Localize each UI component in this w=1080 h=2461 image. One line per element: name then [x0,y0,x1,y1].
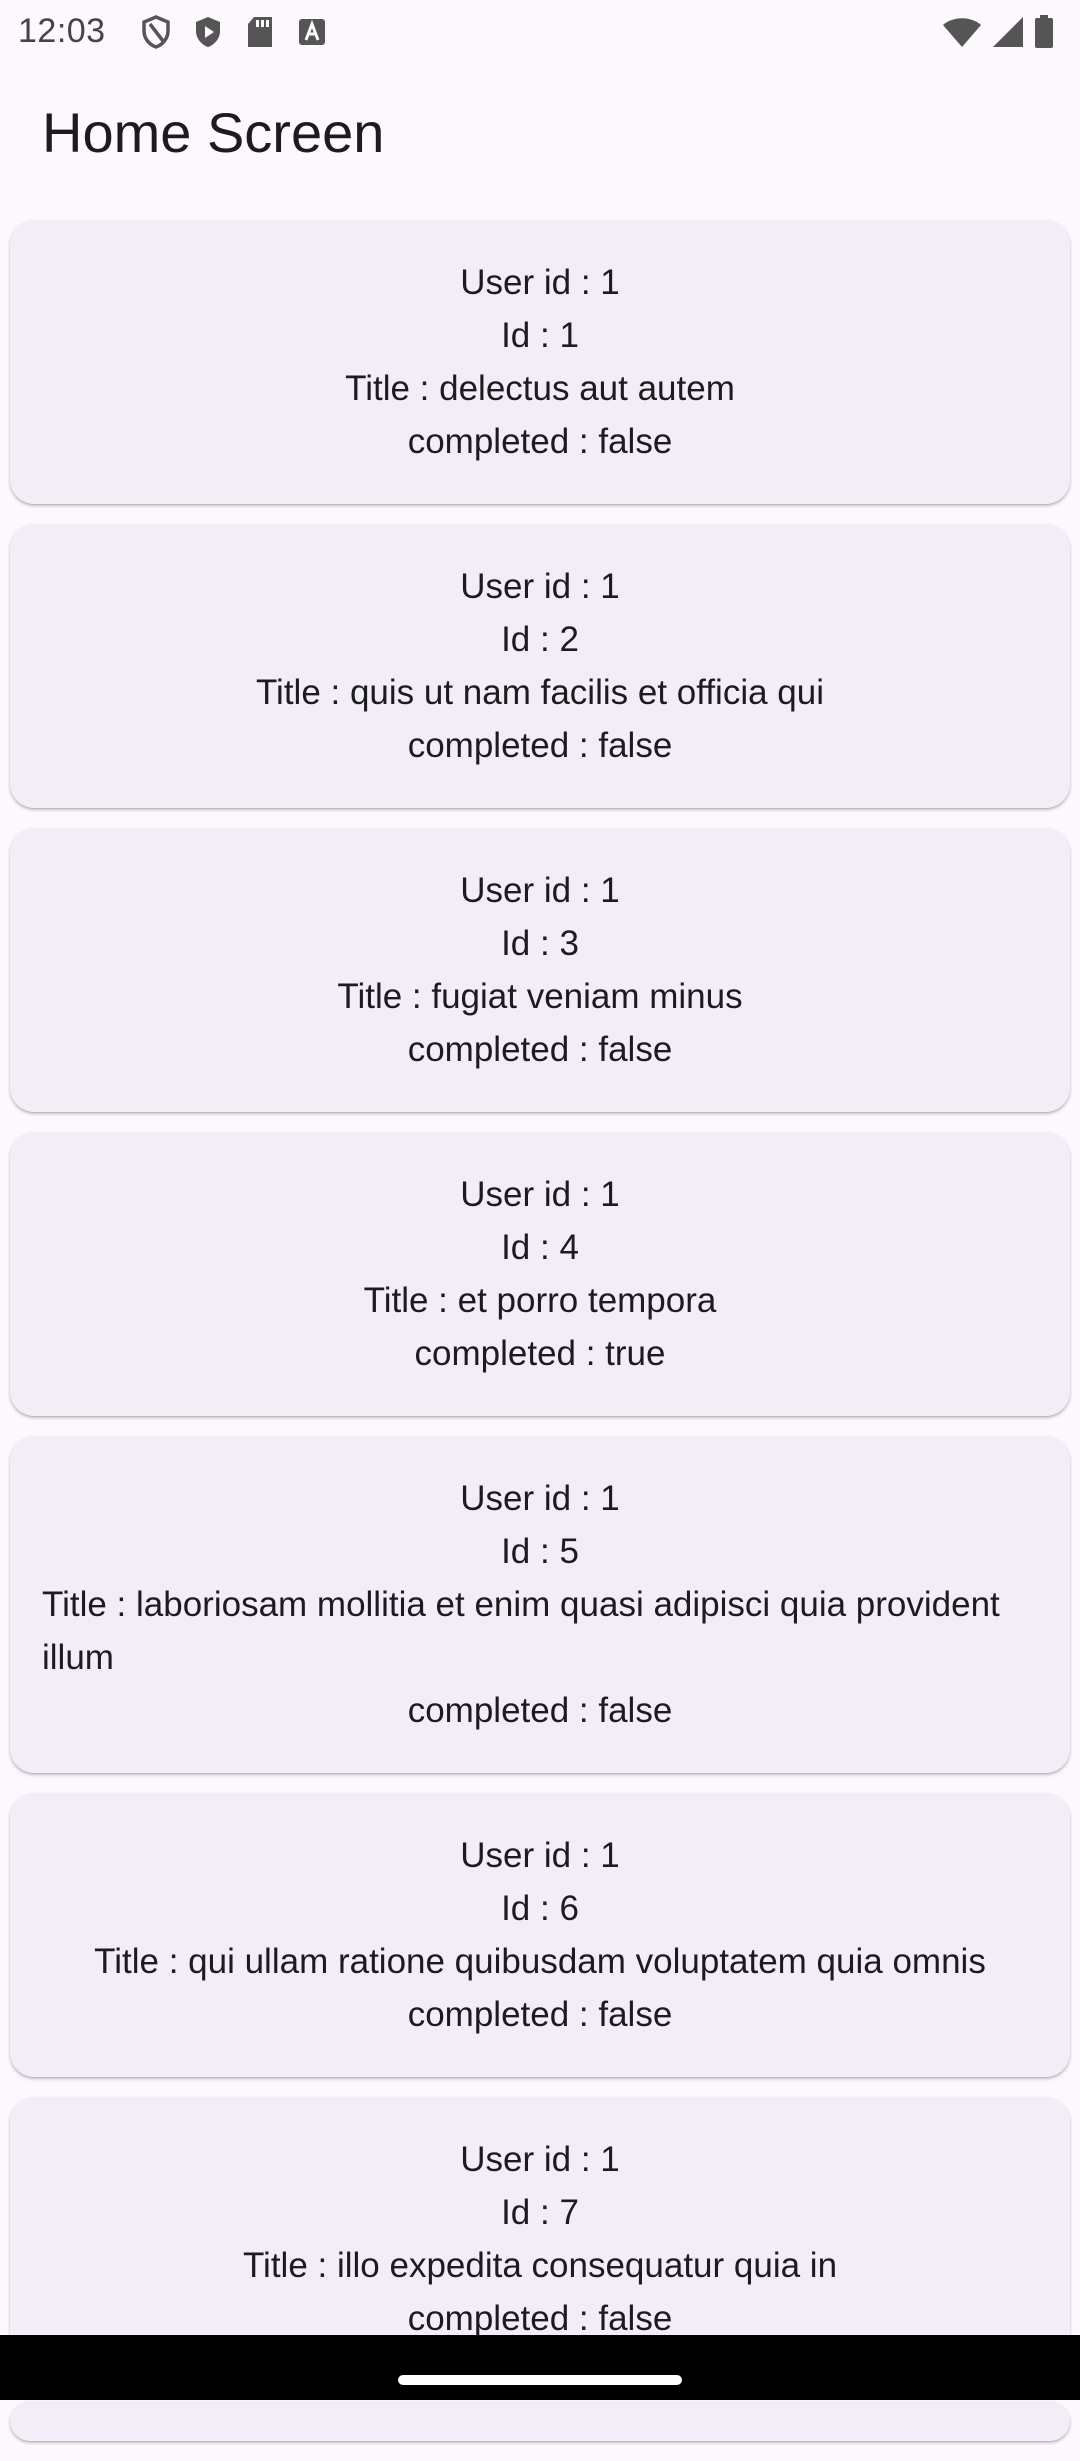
todo-completed: completed : false [407,1691,673,1730]
todo-completed: completed : true [414,1334,666,1373]
todo-card[interactable]: User id : 1 Id : 1 Title : delectus aut … [10,220,1070,504]
todo-completed: completed : false [407,1995,673,2034]
status-time: 12:03 [18,12,106,50]
battery-icon [1034,14,1054,50]
todo-completed: completed : false [407,726,673,765]
todo-id: Id : 6 [501,1889,579,1928]
todo-id: Id : 4 [501,1228,579,1267]
todo-card[interactable]: User id : 1 Id : 6 Title : qui ullam rat… [10,1793,1070,2077]
todo-card[interactable]: User id : 1 Id : 2 Title : quis ut nam f… [10,524,1070,808]
todo-title: Title : delectus aut autem [345,369,735,408]
todo-user-id: User id : 1 [460,1836,620,1875]
status-icons-right [942,14,1054,50]
todo-user-id: User id : 1 [460,1175,620,1214]
todo-user-id: User id : 1 [460,2140,620,2179]
wifi-icon [942,14,982,50]
todo-user-id: User id : 1 [460,263,620,302]
todo-list[interactable]: User id : 1 Id : 1 Title : delectus aut … [10,220,1070,2461]
todo-title: Title : et porro tempora [363,1281,717,1320]
page-title: Home Screen [42,101,385,164]
todo-id: Id : 7 [501,2193,579,2232]
todo-user-id: User id : 1 [460,871,620,910]
navigation-bar [0,2335,1080,2400]
shield-outline-icon [138,14,174,50]
todo-id: Id : 1 [501,316,579,355]
todo-completed: completed : false [407,1030,673,1069]
todo-id: Id : 3 [501,924,579,963]
todo-completed: completed : false [407,422,673,461]
todo-id: Id : 5 [501,1532,579,1571]
todo-title: Title : fugiat veniam minus [337,977,743,1016]
home-gesture-handle[interactable] [398,2375,682,2385]
todo-card[interactable]: User id : 1 Id : 3 Title : fugiat veniam… [10,828,1070,1112]
todo-completed: completed : false [407,2299,673,2338]
status-bar: 12:03 [0,0,1080,64]
todo-title: Title : illo expedita consequatur quia i… [242,2246,838,2285]
sd-card-icon [242,14,278,50]
todo-user-id: User id : 1 [460,567,620,606]
todo-card-partial[interactable] [10,2401,1070,2441]
shield-play-icon [190,14,226,50]
cellular-signal-icon [992,14,1024,50]
todo-card[interactable]: User id : 1 Id : 4 Title : et porro temp… [10,1132,1070,1416]
app-bar: Home Screen [0,64,1080,204]
todo-title: Title : qui ullam ratione quibusdam volu… [94,1942,986,1981]
todo-card[interactable]: User id : 1 Id : 7 Title : illo expedita… [10,2097,1070,2381]
todo-id: Id : 2 [501,620,579,659]
font-a-icon [294,14,330,50]
todo-card[interactable]: User id : 1 Id : 5 Title : laboriosam mo… [10,1436,1070,1773]
status-icons-left [138,14,330,50]
todo-title: Title : laboriosam mollitia et enim quas… [42,1585,1000,1677]
todo-title: Title : quis ut nam facilis et officia q… [255,673,825,712]
todo-user-id: User id : 1 [460,1479,620,1518]
